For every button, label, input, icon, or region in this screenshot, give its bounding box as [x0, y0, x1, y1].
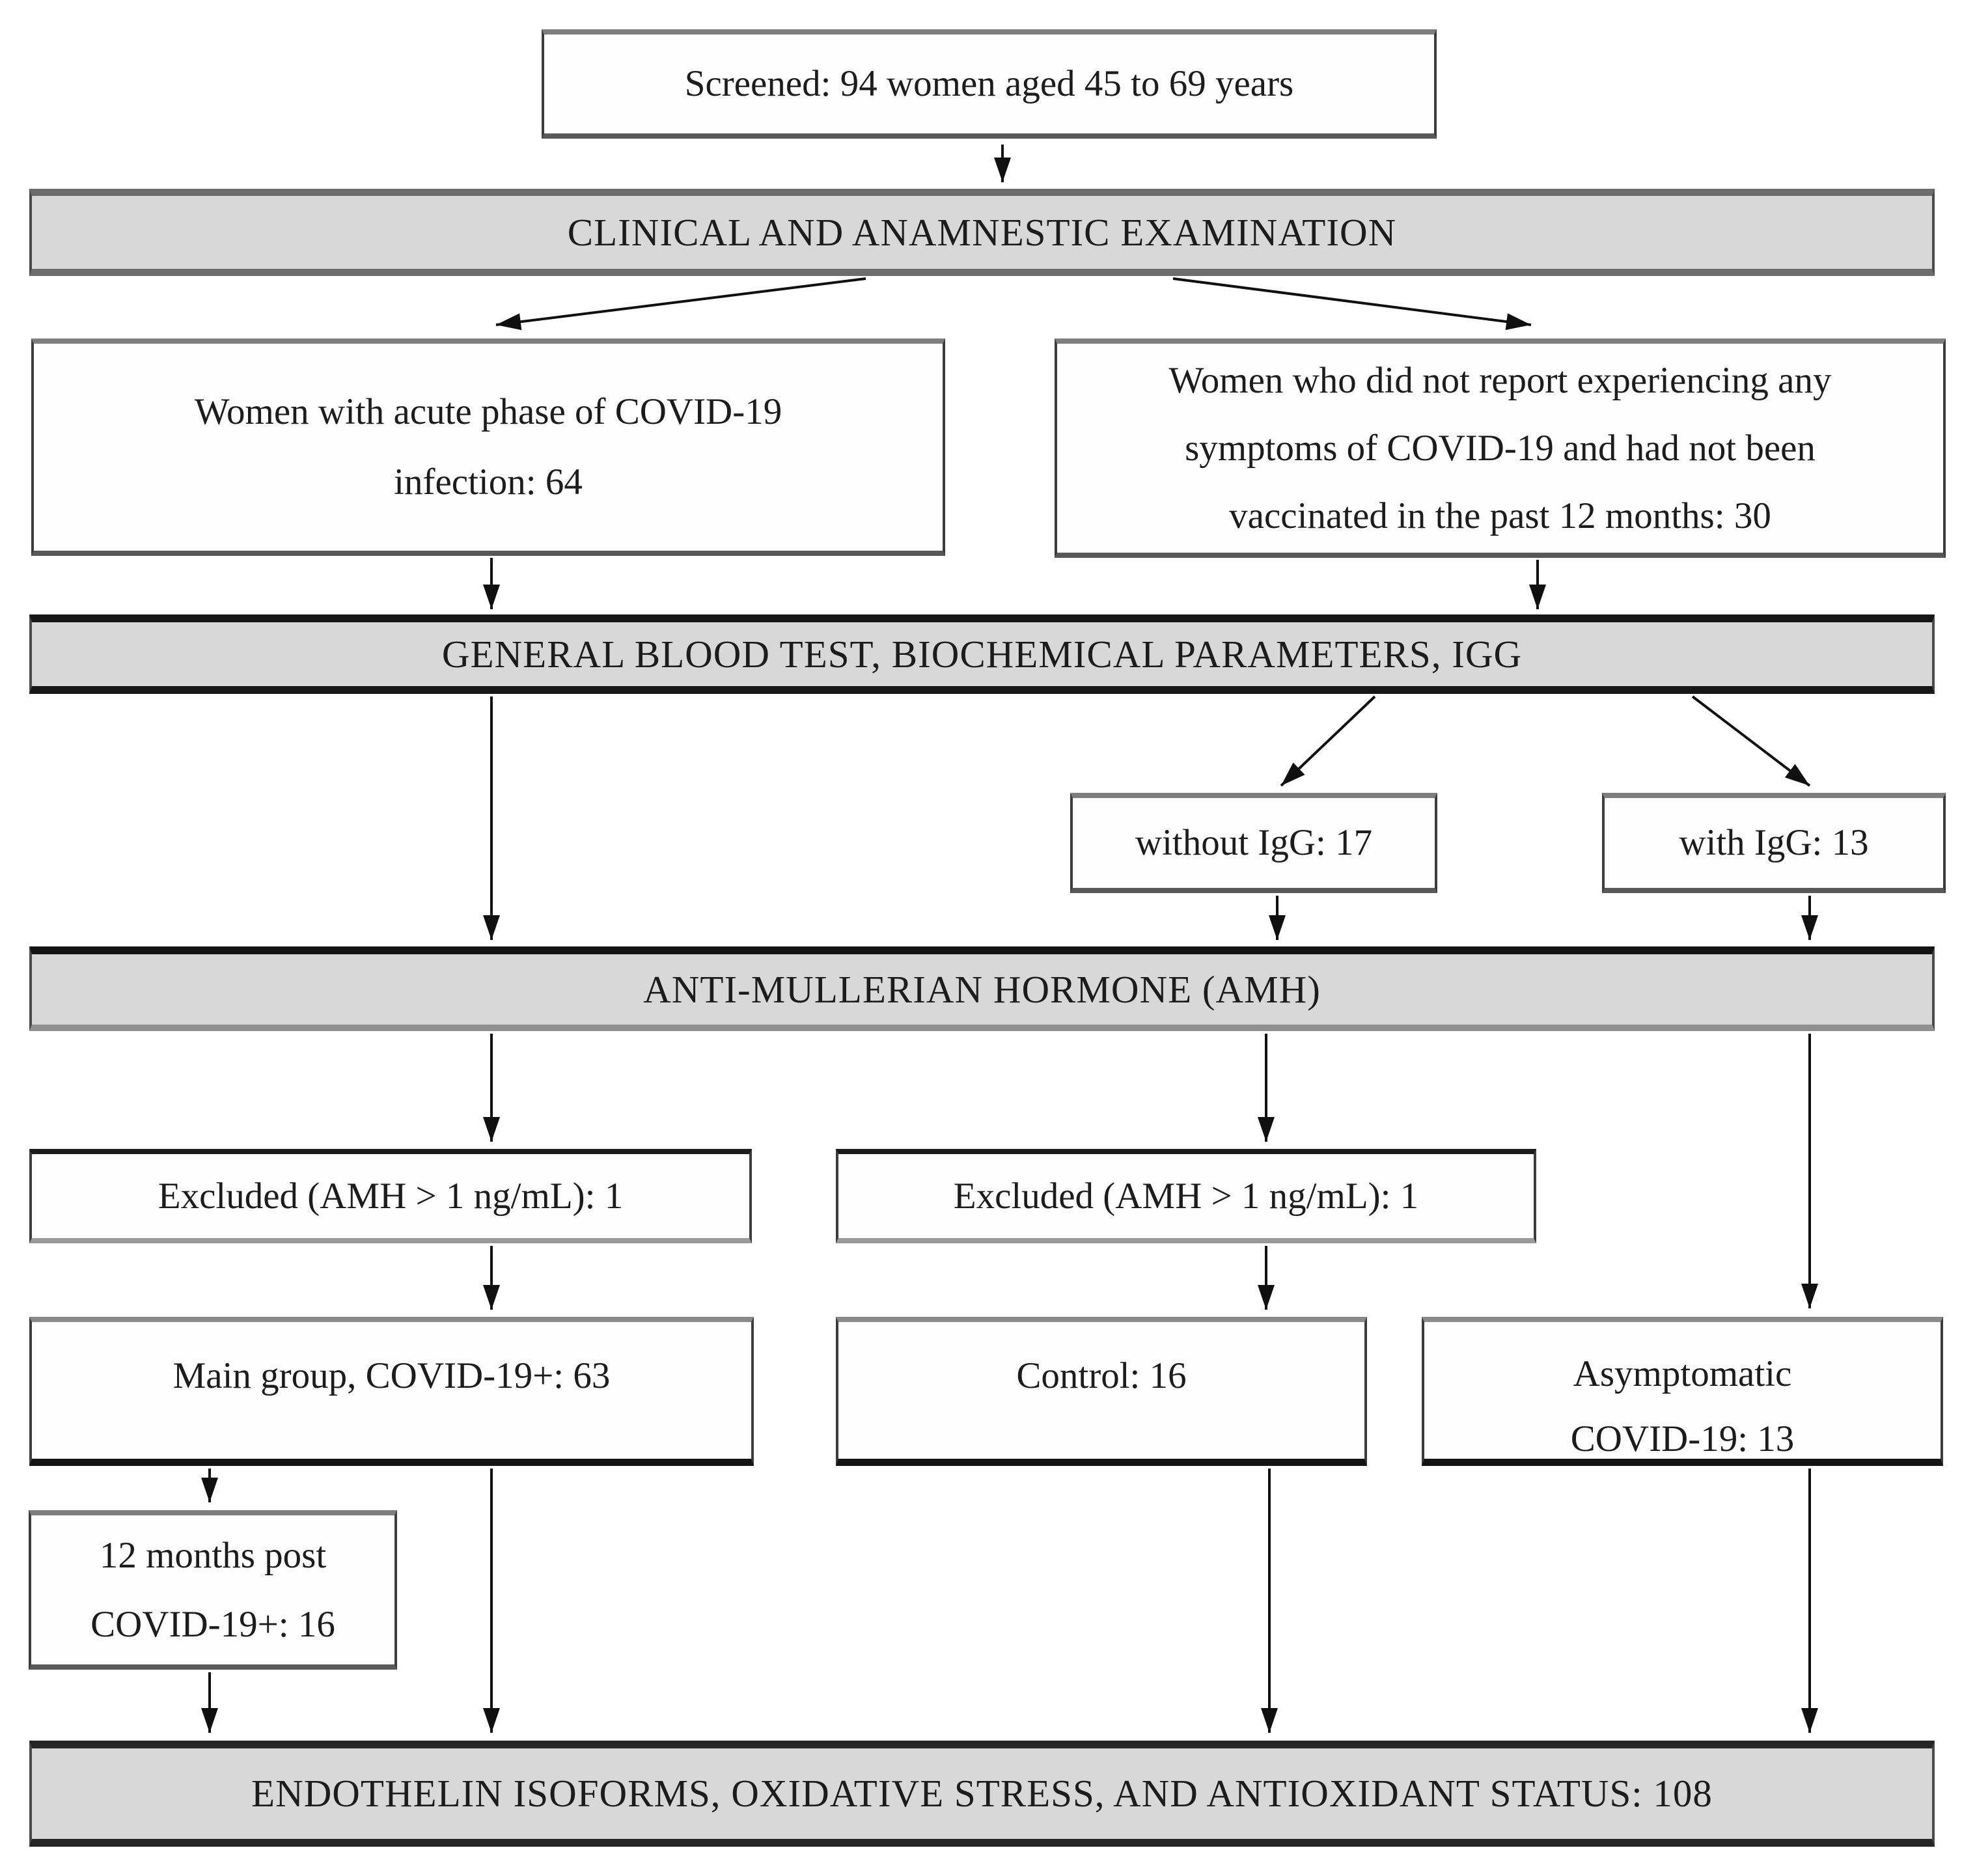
no-symptoms-line1: Women who did not report experiencing an… [1168, 359, 1832, 401]
acute-covid-line2: infection: 64 [394, 462, 583, 503]
amh-band: ANTI-MULLERIAN HORMONE (AMH) [29, 946, 1935, 1031]
excluded-middle-box: Excluded (AMH > 1 ng/mL): 1 [836, 1149, 1536, 1243]
excluded-middle-text: Excluded (AMH > 1 ng/mL): 1 [953, 1175, 1419, 1217]
excluded-left-text: Excluded (AMH > 1 ng/mL): 1 [158, 1175, 624, 1217]
arrow-clinical-to-acute [495, 277, 866, 331]
blood-test-band: GENERAL BLOOD TEST, BIOCHEMICAL PARAMETE… [29, 614, 1935, 694]
screened-box: Screened: 94 women aged 45 to 69 years [542, 29, 1437, 139]
clinical-examination-text: CLINICAL AND ANAMNESTIC EXAMINATION [567, 210, 1397, 254]
clinical-examination-band: CLINICAL AND ANAMNESTIC EXAMINATION [29, 189, 1935, 276]
asymptomatic-box: Asymptomatic COVID-19: 13 [1422, 1317, 1943, 1466]
without-igg-text: without IgG: 17 [1135, 822, 1373, 863]
main-group-text: Main group, COVID-19+: 63 [173, 1355, 611, 1396]
asymptomatic-line1: Asymptomatic [1573, 1353, 1792, 1394]
main-group-box: Main group, COVID-19+: 63 [29, 1317, 754, 1466]
arrow-blood-to-with-igg [1691, 695, 1811, 787]
excluded-left-box: Excluded (AMH > 1 ng/mL): 1 [29, 1149, 752, 1243]
without-igg-box: without IgG: 17 [1070, 793, 1437, 893]
post-12-months-line1: 12 months post [99, 1534, 327, 1576]
no-symptoms-box: Women who did not report experiencing an… [1055, 338, 1946, 558]
endothelin-text: ENDOTHELIN ISOFORMS, OXIDATIVE STRESS, A… [251, 1772, 1713, 1815]
acute-covid-line1: Women with acute phase of COVID-19 [194, 391, 782, 432]
no-symptoms-line3: vaccinated in the past 12 months: 30 [1229, 495, 1771, 536]
no-symptoms-line2: symptoms of COVID-19 and had not been [1185, 427, 1816, 469]
arrow-blood-to-without-igg [1280, 695, 1376, 787]
endothelin-band: ENDOTHELIN ISOFORMS, OXIDATIVE STRESS, A… [29, 1741, 1935, 1847]
arrow-clinical-to-no-symptoms [1172, 277, 1532, 331]
acute-covid-box: Women with acute phase of COVID-19 infec… [31, 338, 945, 556]
with-igg-text: with IgG: 13 [1679, 822, 1869, 863]
screened-text: Screened: 94 women aged 45 to 69 years [684, 63, 1294, 104]
with-igg-box: with IgG: 13 [1602, 793, 1946, 893]
control-box: Control: 16 [836, 1317, 1367, 1466]
blood-test-text: GENERAL BLOOD TEST, BIOCHEMICAL PARAMETE… [441, 632, 1523, 676]
control-text: Control: 16 [1016, 1355, 1187, 1396]
post-12-months-box: 12 months post COVID-19+: 16 [29, 1510, 397, 1670]
asymptomatic-line2: COVID-19: 13 [1570, 1418, 1795, 1459]
amh-text: ANTI-MULLERIAN HORMONE (AMH) [643, 967, 1321, 1011]
post-12-months-line2: COVID-19+: 16 [90, 1603, 335, 1645]
